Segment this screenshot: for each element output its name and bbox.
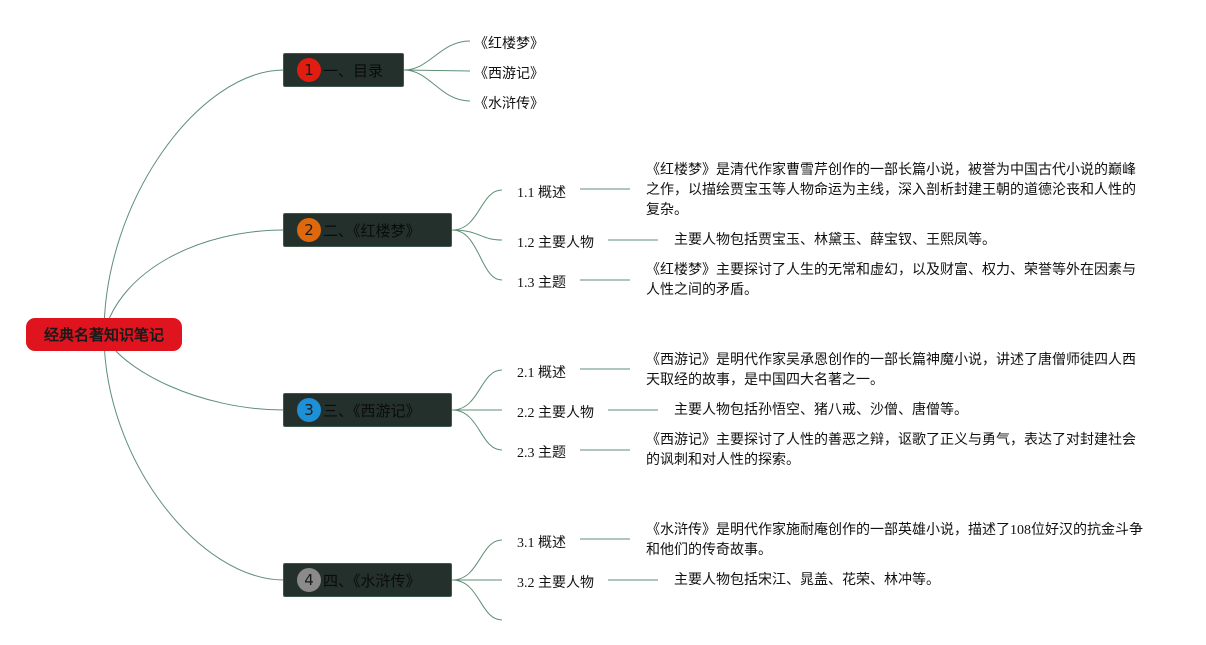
branch-number-badge: 2 <box>297 218 321 242</box>
branch-number-badge: 3 <box>297 398 321 422</box>
link-b3-s1 <box>451 369 503 411</box>
link-root-b2 <box>103 229 285 335</box>
branch-node-3[interactable]: 3 三、《西游记》 <box>283 393 452 427</box>
subtopic-label[interactable]: 2.1 概述 <box>517 366 566 381</box>
subtopic-label[interactable]: 2.2 主要人物 <box>517 406 594 421</box>
subtopic-label[interactable]: 3.2 主要人物 <box>517 576 594 591</box>
subtopic-description: 《西游记》是明代作家吴承恩创作的一部长篇神魔小说，讲述了唐僧师徒四人西天取经的故… <box>646 353 1136 388</box>
branch-label: 二、《红楼梦》 <box>323 221 421 240</box>
branch-node-4[interactable]: 4 四、《水浒传》 <box>283 563 452 597</box>
link-b4-s3 <box>451 579 503 621</box>
subtopic-description: 《水浒传》是明代作家施耐庵创作的一部英雄小说，描述了108位好汉的抗金斗争和他们… <box>646 523 1143 558</box>
branch-label: 四、《水浒传》 <box>323 571 421 590</box>
subtopic-label[interactable]: 1.1 概述 <box>517 186 566 201</box>
subtopic-description: 《红楼梦》是清代作家曹雪芹创作的一部长篇小说，被誉为中国古代小说的巅峰之作，以描… <box>646 163 1136 218</box>
toc-item[interactable]: 《西游记》 <box>474 67 544 82</box>
branch-number-badge: 4 <box>297 568 321 592</box>
branch-node-1[interactable]: 1 一、目录 <box>283 53 404 87</box>
link-b1-l1 <box>403 40 471 71</box>
subtopic-description: 主要人物包括孙悟空、猪八戒、沙僧、唐僧等。 <box>674 403 968 418</box>
subtopic-label[interactable]: 1.2 主要人物 <box>517 236 594 251</box>
subtopic-description: 《西游记》主要探讨了人性的善恶之辩，讴歌了正义与勇气，表达了对封建社会的讽刺和对… <box>646 433 1136 468</box>
link-b2-s3 <box>451 229 503 281</box>
toc-item[interactable]: 《红楼梦》 <box>474 37 544 52</box>
branch-number-badge: 1 <box>297 58 321 82</box>
subtopic-label[interactable]: 2.3 主题 <box>517 446 566 461</box>
root-label: 经典名著知识笔记 <box>43 326 164 344</box>
branch-node-2[interactable]: 2 二、《红楼梦》 <box>283 213 452 247</box>
branch-label: 一、目录 <box>323 61 384 80</box>
link-root-b4 <box>103 333 285 581</box>
toc-item[interactable]: 《水浒传》 <box>474 97 544 112</box>
link-root-b1 <box>103 69 285 335</box>
link-b1-l3 <box>403 69 471 102</box>
subtopic-description: 主要人物包括贾宝玉、林黛玉、薛宝钗、王熙凤等。 <box>674 233 996 248</box>
root-node[interactable]: 经典名著知识笔记 <box>26 318 182 351</box>
subtopic-label[interactable]: 1.3 主题 <box>517 276 566 291</box>
link-b2-s1 <box>451 189 503 231</box>
branch-label: 三、《西游记》 <box>323 401 421 420</box>
link-b2-s2 <box>451 229 503 241</box>
link-b1-l2 <box>403 69 471 72</box>
subtopic-description: 主要人物包括宋江、晁盖、花荣、林冲等。 <box>674 573 940 588</box>
link-b4-s1 <box>451 539 503 581</box>
connector-group <box>103 40 658 621</box>
subtopic-label[interactable]: 3.1 概述 <box>517 536 566 551</box>
subtopic-description: 《红楼梦》主要探讨了人生的无常和虚幻，以及财富、权力、荣誉等外在因素与人性之间的… <box>646 263 1136 298</box>
link-b3-s3 <box>451 409 503 451</box>
